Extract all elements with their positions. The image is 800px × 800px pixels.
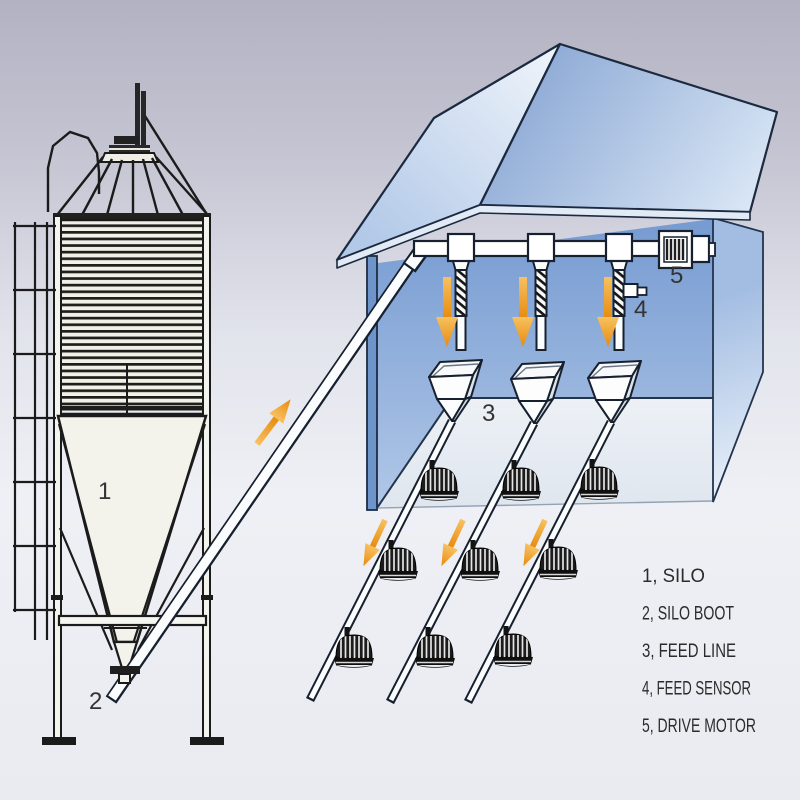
silo-cross-beam [57,614,208,627]
label-feed-sensor: 4 [634,296,647,323]
feed-line-3 [463,419,616,705]
ladder-cage-arch [46,130,101,212]
legend-item-1: 1, SILO [642,566,705,587]
silo [13,83,224,745]
silo-foot-left [42,737,76,745]
label-silo-boot: 2 [89,688,102,715]
silo-roof-cone [56,156,209,216]
silo-body [54,218,210,410]
silo-leg-left [53,215,62,743]
label-silo: 1 [98,478,111,505]
silo-pipe-strut [143,115,208,214]
silo-ladder [13,222,56,640]
label-feed-line: 3 [482,400,495,427]
legend-item-5: 5, DRIVE MOTOR [642,716,756,737]
roof [335,42,779,269]
part-number-labels: 1 2 3 4 5 [89,262,683,715]
left-wall-post [366,255,378,511]
legend-item-2: 2, SILO BOOT [642,604,734,625]
roof-fascia [336,204,751,269]
label-drive-motor: 5 [670,262,683,289]
feed-lines [305,359,642,705]
legend-item-4: 4, FEED SENSOR [642,679,751,700]
silo-braces [57,423,207,651]
silo-leg-right [202,215,211,743]
silo-boot-plate [110,666,140,674]
silo-bottom-ring [53,406,211,411]
silo-foot-right [190,737,224,745]
feed-conveyor [412,229,716,352]
silo-top-ring [53,213,211,220]
feed-sensor [622,283,648,298]
floor [377,398,713,508]
legend-item-3: 3, FEED LINE [642,641,736,662]
left-wall-base-edge [376,397,453,509]
silo-fill-pipe [135,83,140,149]
silo-boot-stub [118,673,131,684]
drive-motor [657,229,716,270]
gable-end-wall [712,216,764,503]
silo-cap [114,136,139,144]
legend: 1, SILO 2, SILO BOOT 3, FEED LINE 4, FEE… [642,566,756,737]
